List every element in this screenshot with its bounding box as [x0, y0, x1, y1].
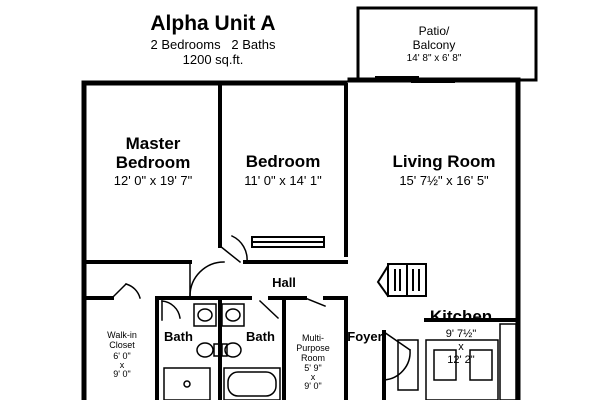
bedroom-dimensions: 11' 0" x 14' 1" [244, 173, 322, 188]
patio-outline [356, 6, 538, 82]
master-bedroom-label-line1: Master [125, 134, 181, 153]
hall-label: Hall [272, 275, 296, 290]
master-bedroom-dimensions: 12' 0" x 19' 7" [113, 173, 193, 188]
foyer-label: Foyer [347, 329, 383, 344]
interior-walls [82, 83, 520, 400]
multi-purpose-dimension-2: 9' 0" [304, 381, 322, 391]
patio-label-line1: Patio/ [418, 24, 450, 38]
plan-subtitle: 2 Bedrooms 2 Baths [150, 37, 276, 52]
multi-purpose-dimension-x: x [310, 372, 316, 382]
kitchen-dimension-1: 9' 7½" [445, 328, 477, 340]
bedroom-label: Bedroom [245, 152, 321, 171]
living-room-dimensions: 15' 7½" x 16' 5" [399, 173, 489, 188]
bath-fixtures [163, 303, 281, 400]
multi-purpose-label-line1: Multi- [302, 333, 324, 343]
living-room-label: Living Room [392, 152, 496, 171]
hall-closet [376, 263, 427, 298]
multi-purpose-label-line3: Room [300, 353, 326, 363]
closet-label-line2: Closet [109, 340, 135, 350]
kitchen-dimension-x: x [458, 341, 464, 353]
bath-1-label: Bath [164, 329, 193, 344]
master-bedroom-label-line2: Bedroom [115, 153, 191, 172]
bedroom-wardrobe [251, 236, 325, 248]
exterior-walls [81, 77, 521, 400]
door-swings [110, 235, 412, 381]
closet-dimension-1: 6' 0" [113, 351, 131, 361]
closet-label-line1: Walk-in [107, 330, 137, 340]
plan-title: Alpha Unit A [150, 12, 276, 35]
multi-purpose-dimension-1: 5' 9" [304, 363, 322, 373]
patio-dimensions: 14' 8" x 6' 8" [406, 53, 462, 64]
kitchen-label: Kitchen [429, 307, 493, 326]
patio-sliding-door [375, 76, 455, 83]
multi-purpose-label-line2: Purpose [296, 343, 330, 353]
closet-dimension-x: x [119, 360, 125, 370]
plan-area: 1200 sq.ft. [182, 52, 244, 67]
kitchen-dimension-2: 12' 2" [447, 354, 475, 366]
closet-dimension-2: 9' 0" [113, 369, 131, 379]
patio-label-line2: Balcony [412, 38, 456, 52]
bath-2-label: Bath [246, 329, 275, 344]
kitchen-counters [397, 323, 517, 400]
